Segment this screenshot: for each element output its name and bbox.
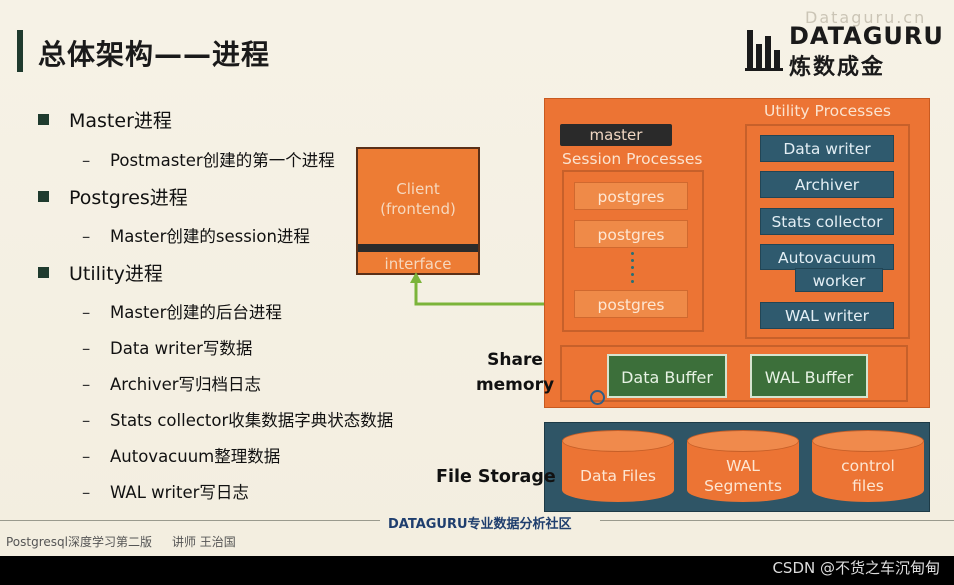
data-buffer: Data Buffer bbox=[607, 354, 727, 398]
dash-icon: – bbox=[82, 375, 91, 394]
bullet-postgres: Postgres进程 bbox=[38, 183, 188, 210]
footer-divider-right bbox=[600, 520, 954, 521]
sub-bullet: –WAL writer写日志 bbox=[82, 483, 249, 502]
wal-segments-cylinder: WAL Segments bbox=[687, 430, 799, 510]
utility-processes-title: Utility Processes bbox=[764, 102, 891, 120]
logo-text-en: DATAGURU bbox=[789, 22, 944, 50]
sub-bullet: –Autovacuum整理数据 bbox=[82, 447, 281, 466]
csdn-watermark: CSDN @不货之车沉甸甸 bbox=[772, 559, 940, 577]
dash-icon: – bbox=[82, 483, 91, 502]
ellipsis-dots bbox=[631, 250, 634, 286]
logo-watermark: Dataguru.cn bbox=[805, 8, 927, 27]
dataguru-logo: DATAGURU 炼数成金 bbox=[745, 22, 943, 80]
client-divider bbox=[358, 244, 478, 252]
control-files-cylinder: control files bbox=[812, 430, 924, 510]
footer-course-info: Postgresql深度学习第二版讲师 王治国 bbox=[6, 535, 236, 549]
footer-divider-left bbox=[0, 520, 380, 521]
client-label: Client(frontend) bbox=[380, 180, 456, 218]
session-processes-title: Session Processes bbox=[562, 150, 703, 168]
client-frontend-box: Client(frontend) interface bbox=[356, 147, 480, 275]
bullet-master: Master进程 bbox=[38, 106, 172, 133]
footer-community: DATAGURU专业数据分析社区 bbox=[388, 517, 572, 532]
bullet-square-icon bbox=[38, 191, 49, 202]
logo-text-zh: 炼数成金 bbox=[789, 55, 886, 80]
cursor-ring-icon bbox=[590, 390, 605, 405]
stats-collector-process: Stats collector bbox=[760, 208, 894, 235]
logo-bars-icon bbox=[745, 30, 783, 71]
shared-memory-frame bbox=[560, 345, 908, 402]
master-process: master bbox=[560, 124, 672, 146]
sub-bullet: –Postmaster创建的第一个进程 bbox=[82, 151, 335, 170]
interface-label: interface bbox=[384, 255, 452, 273]
postgres-process: postgres bbox=[574, 220, 688, 248]
data-files-cylinder: Data Files bbox=[562, 430, 674, 510]
title-accent-bar bbox=[17, 30, 23, 72]
data-writer-process: Data writer bbox=[760, 135, 894, 162]
slide-title: 总体架构——进程 bbox=[38, 38, 271, 71]
bullet-square-icon bbox=[38, 267, 49, 278]
bullet-square-icon bbox=[38, 114, 49, 125]
dash-icon: – bbox=[82, 411, 91, 430]
postgres-process: postgres bbox=[574, 182, 688, 210]
wal-buffer: WAL Buffer bbox=[750, 354, 868, 398]
dash-icon: – bbox=[82, 227, 91, 246]
utility-processes-frame bbox=[745, 124, 910, 339]
autovacuum-process: Autovacuum bbox=[760, 244, 894, 270]
file-storage-label: File Storage bbox=[436, 467, 556, 487]
bullet-utility: Utility进程 bbox=[38, 259, 163, 286]
sub-bullet: –Master创建的session进程 bbox=[82, 227, 310, 246]
postgres-process: postgres bbox=[574, 290, 688, 318]
wal-writer-process: WAL writer bbox=[760, 302, 894, 329]
archiver-process: Archiver bbox=[760, 171, 894, 198]
sub-bullet: –Data writer写数据 bbox=[82, 339, 253, 358]
session-processes-frame bbox=[562, 170, 704, 332]
sub-bullet: –Master创建的后台进程 bbox=[82, 303, 282, 322]
dash-icon: – bbox=[82, 447, 91, 466]
slide: 总体架构——进程 Dataguru.cn DATAGURU 炼数成金 Maste… bbox=[0, 0, 954, 556]
bottom-black-bar bbox=[0, 556, 954, 585]
dash-icon: – bbox=[82, 151, 91, 170]
autovacuum-worker-process: worker bbox=[795, 268, 883, 292]
sub-bullet: –Stats collector收集数据字典状态数据 bbox=[82, 411, 394, 430]
dash-icon: – bbox=[82, 339, 91, 358]
sub-bullet: –Archiver写归档日志 bbox=[82, 375, 262, 394]
dash-icon: – bbox=[82, 303, 91, 322]
